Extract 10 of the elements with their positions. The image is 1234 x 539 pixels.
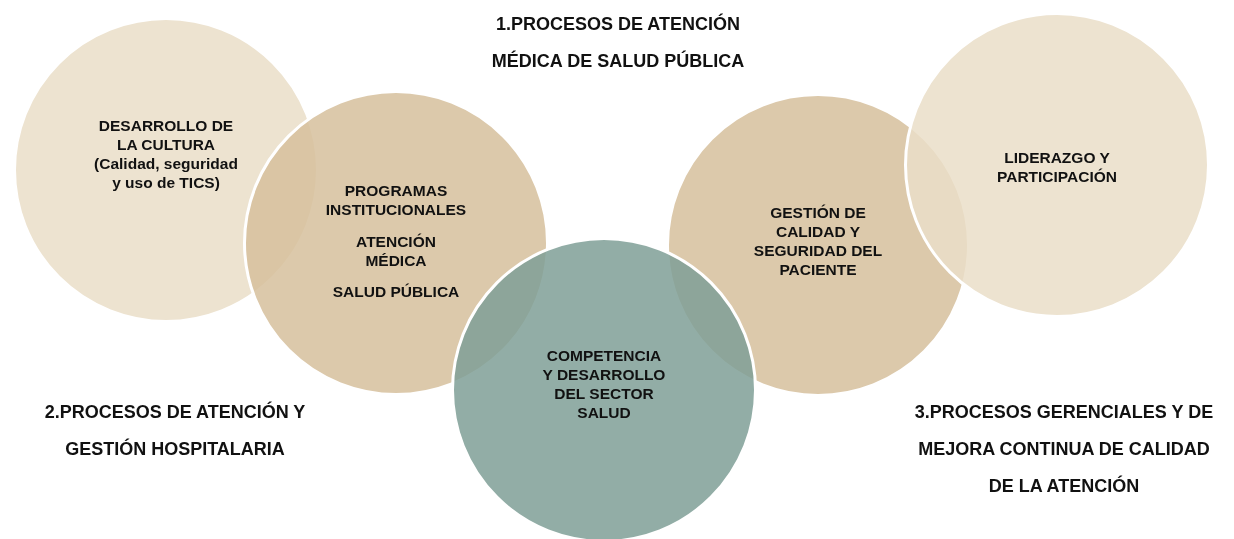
circle-label: COMPETENCIA Y DESARROLLO DEL SECTOR SALUD	[541, 346, 667, 422]
circle-label: LIDERAZGO Y PARTICIPACIÓN	[996, 148, 1118, 186]
section-title: 2.PROCESOS DE ATENCIÓN Y GESTIÓN HOSPITALARIA	[43, 400, 307, 461]
circle-label: PROGRAMAS INSTITUCIONALES	[324, 181, 468, 219]
circle-label: DESARROLLO DE LA CULTURA (Calidad, seguridad y uso de TICS)	[93, 116, 239, 192]
section-title: 1.PROCESOS DE ATENCIÓN MÉDICA DE SALUD PÚBLICA	[490, 12, 746, 73]
circle-label: GESTIÓN DE CALIDAD Y SEGURIDAD DEL PACIENTE	[752, 203, 884, 279]
circle-label: SALUD PÚBLICA	[331, 282, 461, 301]
section-title: 3.PROCESOS GERENCIALES Y DE MEJORA CONTINUA DE CALIDAD DE LA ATENCIÓN	[914, 401, 1214, 498]
circle-label: ATENCIÓN MÉDICA	[355, 232, 437, 270]
